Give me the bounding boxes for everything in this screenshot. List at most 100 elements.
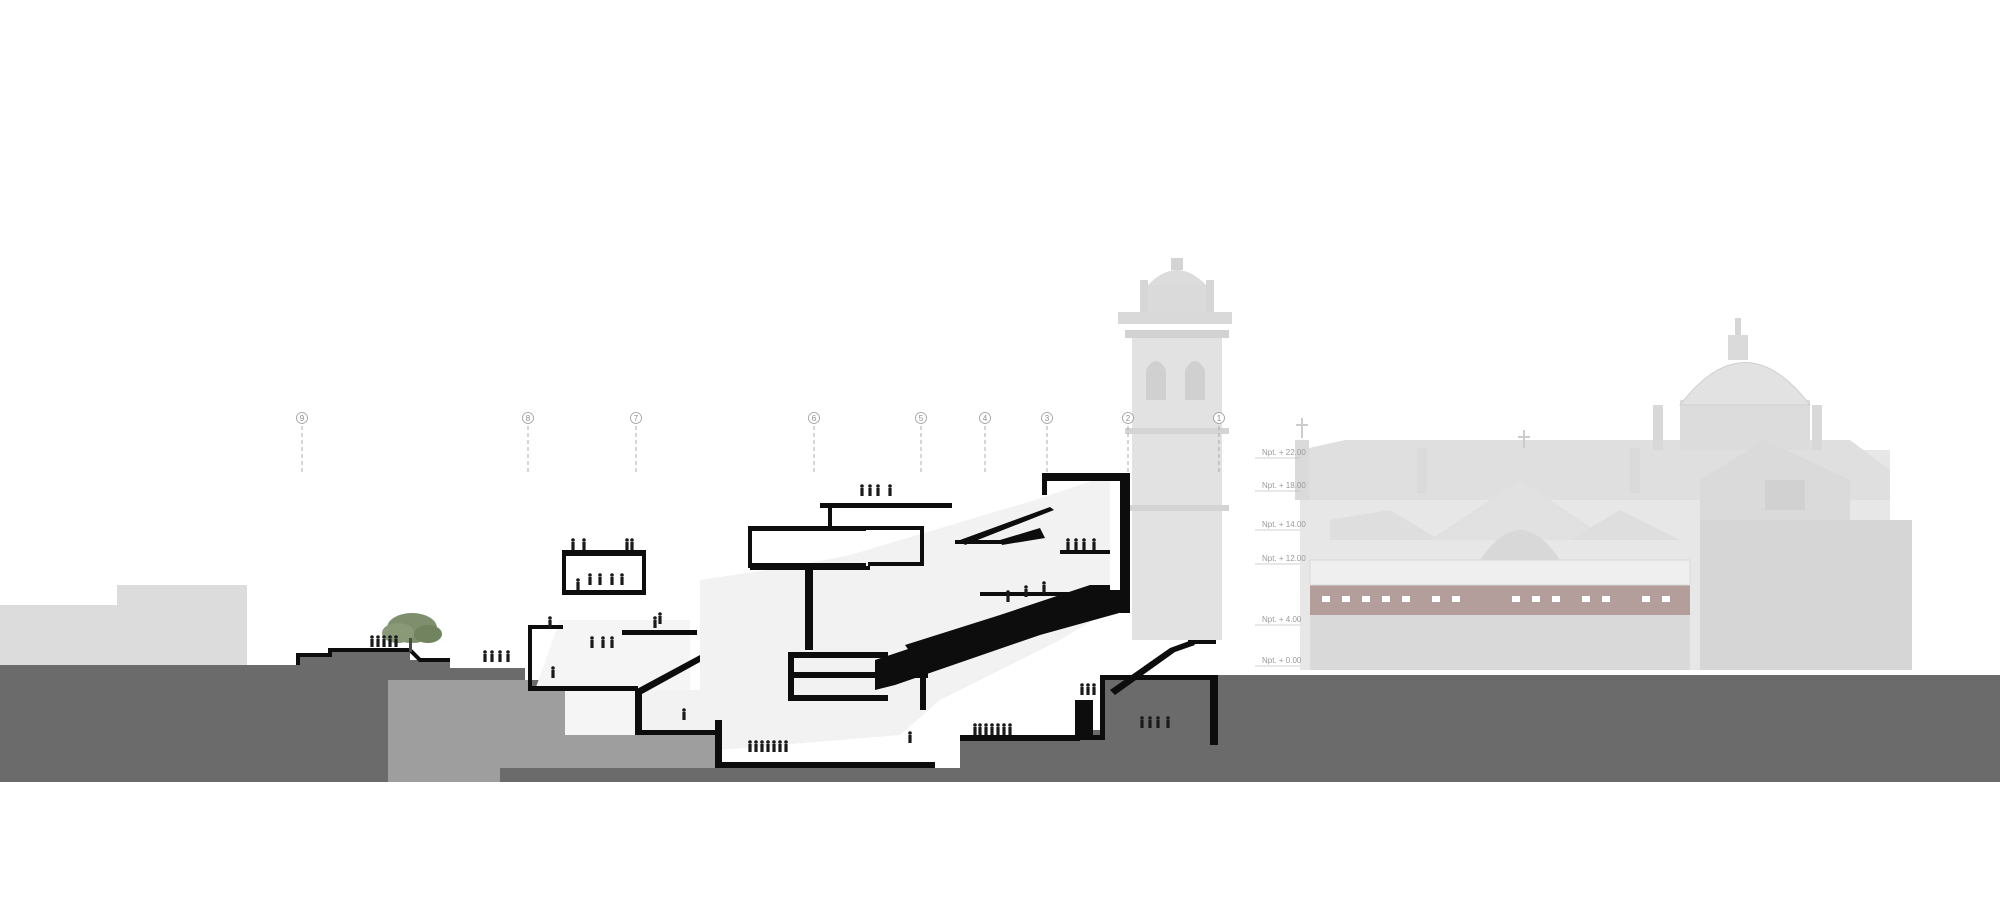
turret <box>1417 448 1427 493</box>
tower-pinnacle <box>1140 280 1148 312</box>
upper-box-a-base <box>750 566 870 570</box>
right-basement-floor <box>960 735 1080 741</box>
grid-axis-3: 3 <box>1041 412 1053 472</box>
grid-axis-bubble <box>1213 412 1225 424</box>
interior-fill-hall <box>535 620 690 735</box>
level-label: Npt. + 14.00 <box>1262 520 1306 529</box>
grid-axis-5: 5 <box>915 412 927 472</box>
person-silhouette-icon <box>1140 716 1144 728</box>
right-end-building <box>1700 520 1912 670</box>
person-silhouette-icon <box>766 740 770 752</box>
grid-axis-label: 4 <box>983 414 988 423</box>
grid-axis-label: 2 <box>1126 414 1131 423</box>
lower-pavilion-roof-right <box>622 630 697 635</box>
person-silhouette-icon <box>754 740 758 752</box>
person-silhouette-icon <box>576 578 580 590</box>
tower-cornice <box>1118 312 1232 324</box>
person-silhouette-icon <box>888 484 892 496</box>
grid-axis-bubble <box>1041 412 1053 424</box>
person-silhouette-icon <box>1156 716 1160 728</box>
upper-box-c-right <box>920 530 924 566</box>
person-silhouette-icon <box>1086 683 1090 695</box>
rake-upper-steps <box>960 507 1054 545</box>
pavilion-top-box-frame <box>562 550 646 556</box>
person-silhouette-icon <box>506 650 510 662</box>
person-silhouette-icon <box>498 650 502 662</box>
level-label: Npt. + 12.00 <box>1262 554 1306 563</box>
raking-slab-upper <box>905 585 1110 652</box>
person-silhouette-icon <box>610 573 614 585</box>
person-silhouette-icon <box>376 635 380 647</box>
lantern <box>1728 335 1748 360</box>
person-silhouette-icon <box>784 740 788 752</box>
person-silhouette-icon <box>1024 585 1028 597</box>
tower-shaft <box>1132 330 1222 640</box>
person-silhouette-icon <box>1002 723 1006 735</box>
person-silhouette-icon <box>908 731 912 743</box>
tower-dome <box>1148 270 1206 285</box>
person-silhouette-icon <box>382 635 386 647</box>
brick-wall-band <box>1310 585 1690 615</box>
stairs-right <box>1110 640 1195 695</box>
building-section-structure <box>296 473 1218 768</box>
level-marker: Npt. + 18.00 <box>1255 481 1306 492</box>
gable-window <box>1765 480 1805 510</box>
grid-axis-label: 5 <box>919 414 924 423</box>
terrace-edge <box>296 648 450 665</box>
level-label: Npt. + 0.00 <box>1262 656 1302 665</box>
person-silhouette-icon <box>590 636 594 648</box>
person-silhouette-icon <box>653 616 657 628</box>
person-silhouette-icon <box>571 538 575 550</box>
tree-icon <box>382 613 442 652</box>
tall-wall-inner <box>1042 473 1047 495</box>
right-basement <box>1075 675 1215 740</box>
lower-pavilion-roof <box>528 625 563 629</box>
level-marker: Npt. + 0.00 <box>1255 656 1302 667</box>
pinnacle <box>1653 405 1663 450</box>
level-label: Npt. + 22.00 <box>1262 448 1306 457</box>
arch-center <box>1480 530 1560 560</box>
person-silhouette-icon <box>551 666 555 678</box>
level-label: Npt. + 4.00 <box>1262 615 1302 624</box>
grid-axis-label: 8 <box>526 414 531 423</box>
person-silhouette-icon <box>996 723 1000 735</box>
left-context-block-low <box>0 605 117 665</box>
person-silhouette-icon <box>978 723 982 735</box>
grid-axis-bubble <box>808 412 820 424</box>
tower-lantern <box>1171 258 1183 270</box>
lower-ramp <box>635 655 700 694</box>
person-silhouette-icon <box>610 636 614 648</box>
person-silhouette-icon <box>1074 538 1078 550</box>
pavilion-top-box-left <box>562 550 566 595</box>
grid-axis-2: 2 <box>1122 412 1134 472</box>
tower-opening-left <box>1146 361 1166 400</box>
core-column <box>805 570 813 650</box>
person-silhouette-icon <box>588 573 592 585</box>
tower-opening-right <box>1185 361 1205 400</box>
tower-pinnacle <box>1206 280 1214 312</box>
grid-axis-4: 4 <box>979 412 991 472</box>
core-box-mid <box>788 672 928 678</box>
cross <box>1518 436 1530 438</box>
level-marker: Npt. + 22.00 <box>1255 448 1306 459</box>
upper-box-c-floor <box>868 562 924 566</box>
lower-floor <box>635 730 720 735</box>
person-silhouette-icon <box>772 740 776 752</box>
person-silhouette-icon <box>598 573 602 585</box>
person-silhouette-icon <box>388 635 392 647</box>
tower-cornice-2 <box>1125 330 1229 338</box>
person-silhouette-icon <box>860 484 864 496</box>
left-context-block-high <box>117 585 247 665</box>
person-silhouette-icon <box>868 484 872 496</box>
level-marker: Npt. + 14.00 <box>1255 520 1306 531</box>
grid-axis-bubble <box>630 412 642 424</box>
gable-right <box>1570 510 1680 540</box>
tall-wall <box>1120 473 1130 613</box>
grid-axis-9: 9 <box>296 412 308 472</box>
person-silhouette-icon <box>1006 590 1010 602</box>
rake-floor-small <box>955 540 1005 544</box>
bell-tower <box>1118 258 1232 640</box>
